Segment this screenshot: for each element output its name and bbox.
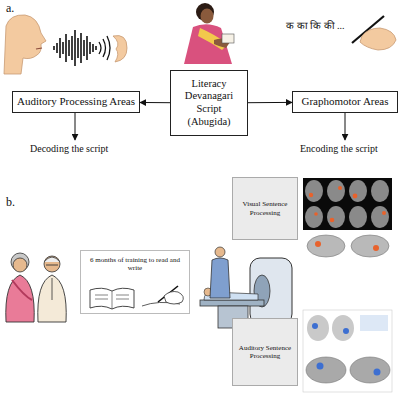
brain-slice bbox=[305, 180, 323, 202]
connector-arrow bbox=[140, 102, 170, 103]
speaking-face bbox=[4, 15, 46, 74]
activation-spot bbox=[343, 328, 349, 334]
activation-spot bbox=[338, 186, 342, 190]
brain-render bbox=[306, 357, 346, 383]
activation-spot bbox=[373, 245, 379, 251]
activation-spots bbox=[309, 186, 386, 222]
leader-arrow bbox=[345, 113, 346, 140]
brain-slice bbox=[332, 315, 354, 341]
book-lines bbox=[95, 291, 129, 309]
concept-box: Literacy Devanagari Script (Abugida) bbox=[170, 70, 248, 136]
writing-hand bbox=[164, 292, 183, 305]
activation-spot bbox=[382, 211, 386, 215]
panel-letter: b. bbox=[6, 196, 15, 209]
held-paper bbox=[222, 34, 234, 43]
panel-letter: a. bbox=[6, 2, 14, 15]
brain-render bbox=[350, 357, 390, 383]
activation-spot bbox=[309, 193, 313, 197]
outcome-label: Decoding the script bbox=[30, 143, 108, 154]
brain-slice bbox=[371, 180, 389, 202]
process-box: Auditory Processing Areas bbox=[12, 91, 140, 113]
brain-slices bbox=[305, 180, 389, 228]
sound-wave bbox=[54, 30, 96, 66]
activation-spot bbox=[315, 241, 321, 247]
activation-spot bbox=[317, 363, 324, 370]
elder-woman-saree bbox=[6, 275, 34, 322]
elder-man-head bbox=[44, 256, 60, 272]
brain-slice bbox=[305, 206, 323, 228]
colour-key bbox=[360, 315, 388, 331]
scanner-bed bbox=[200, 300, 264, 306]
brain-slice bbox=[349, 180, 367, 202]
node-text: 6 months of training to read and write bbox=[84, 256, 186, 273]
technician-body bbox=[210, 258, 230, 298]
process-box: Graphomotor Areas bbox=[292, 91, 398, 113]
activation-spot bbox=[330, 218, 335, 223]
training-panel: 6 months of training to read and write bbox=[80, 250, 190, 314]
outcome-label: Encoding the script bbox=[300, 143, 378, 154]
brain-slice bbox=[327, 180, 345, 202]
task-panel: Auditory Sentence Processing bbox=[232, 318, 298, 386]
technician-head bbox=[215, 247, 225, 257]
brain-slice bbox=[307, 315, 329, 341]
ear bbox=[113, 36, 127, 63]
task-panel: Visual Sentence Processing bbox=[232, 177, 298, 240]
node-text: Graphomotor Areas bbox=[301, 95, 388, 108]
woman-hair bbox=[11, 253, 29, 271]
elder-man-hair bbox=[44, 257, 60, 262]
saree-drape bbox=[12, 280, 32, 300]
sari-body bbox=[184, 24, 232, 64]
sound-arcs bbox=[99, 36, 110, 60]
kurta-placket bbox=[52, 278, 53, 300]
mri-machine bbox=[250, 258, 292, 324]
glasses bbox=[46, 265, 58, 266]
writing-hand bbox=[360, 28, 396, 50]
script-sample: क का कि की ... bbox=[286, 20, 345, 31]
brain-results-panel bbox=[303, 310, 392, 392]
elder-man-kurta bbox=[38, 275, 66, 322]
activation-spot bbox=[374, 369, 381, 376]
activation-spot bbox=[314, 212, 318, 216]
brain-slice bbox=[327, 206, 345, 228]
leader-arrow bbox=[75, 113, 76, 140]
node-text: Literacy Devanagari Script (Abugida) bbox=[174, 78, 244, 128]
brain-slice bbox=[371, 206, 389, 228]
connector-arrow bbox=[248, 102, 292, 103]
elder-woman-head bbox=[13, 258, 27, 272]
brain-slice bbox=[349, 206, 367, 228]
woman-head bbox=[201, 9, 214, 24]
activation-spot bbox=[353, 194, 358, 199]
brain-render bbox=[351, 235, 389, 257]
node-text: Auditory Processing Areas bbox=[17, 95, 135, 108]
brain-slices-panel bbox=[303, 178, 392, 230]
brain-render bbox=[307, 235, 345, 257]
node-text: Auditory Sentence Processing bbox=[236, 344, 294, 361]
node-text: Visual Sentence Processing bbox=[236, 200, 294, 217]
activation-spot bbox=[312, 323, 318, 329]
mouth-line bbox=[36, 48, 42, 49]
open-book bbox=[90, 288, 134, 309]
